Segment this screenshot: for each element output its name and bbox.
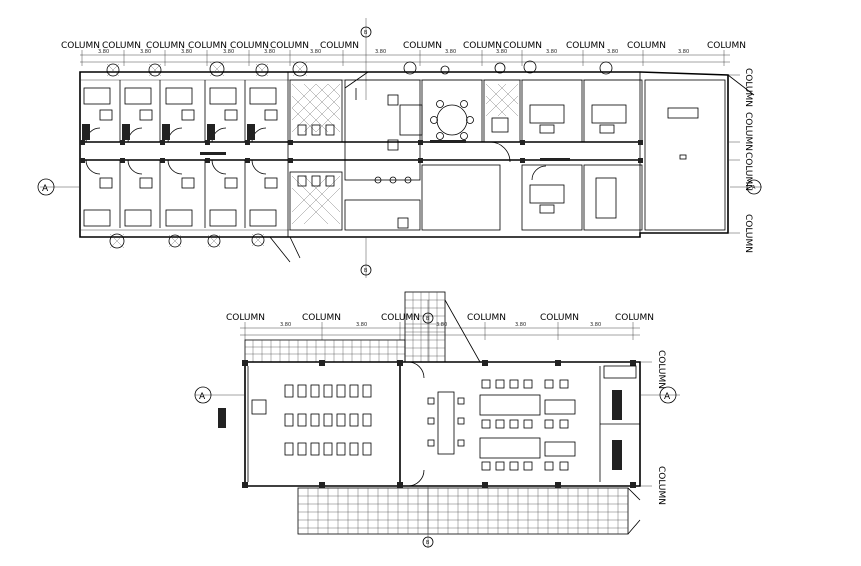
column-label: COLUMN [463,41,502,51]
dimension-value: 3.80 [310,49,321,55]
section-label: A [664,392,671,402]
dimension-value: 3.80 [436,322,447,328]
column-label: COLUMN [230,41,269,51]
column-label: COLUMN [656,350,666,389]
section-a-marker-right: A [730,179,762,195]
bottom-section-a-left: A [194,386,245,404]
top-rooms-south [83,159,278,228]
dimension-value: 3.80 [496,49,507,55]
column-label: COLUMN [707,41,746,51]
bottom-section-b-bottom: B [422,486,434,548]
dimension-value: 3.80 [678,49,689,55]
bottom-section-b-top: B [422,300,434,362]
column-label: COLUMN [615,313,654,323]
bottom-meeting-room [407,361,637,487]
dimension-value: 3.80 [515,322,526,328]
column-label: COLUMN [743,112,753,151]
section-b-marker-top: B [360,18,372,100]
column-label: COLUMN [656,466,666,505]
dimension-value: 3.80 [181,49,192,55]
section-label: A [42,184,49,194]
section-a-marker-left: A [37,178,80,196]
column-label: COLUMN [566,41,605,51]
dimension-value: 3.80 [140,49,151,55]
dimension-value: 3.80 [546,49,557,55]
column-label: COLUMN [320,41,359,51]
column-label: COLUMN [627,41,666,51]
top-lounge [344,71,423,231]
column-label: COLUMN [102,41,141,51]
dimension-value: 3.80 [223,49,234,55]
top-column-labels: COLUMN COLUMN COLUMN COLUMN COLUMN COLUM… [61,41,746,51]
top-rooms-north [83,72,289,237]
bottom-section-a-right: A [640,386,680,404]
column-label: COLUMN [270,41,309,51]
column-label: COLUMN [381,313,420,323]
section-label: A [752,185,756,191]
dimension-value: 3.80 [590,322,601,328]
top-right-column-labels: COLUMN COLUMN COLUMN COLUMN [728,68,753,253]
column-label: COLUMN [540,313,579,323]
column-label: COLUMN [226,313,265,323]
bottom-floor-plan: COLUMN COLUMN COLUMN COLUMN COLUMN COLUM… [194,291,680,548]
dimension-value: 3.80 [264,49,275,55]
column-label: COLUMN [743,214,753,253]
bottom-columns [242,360,636,488]
section-label: B [364,30,368,36]
column-label: COLUMN [743,152,753,191]
dimension-value: 3.80 [98,49,109,55]
section-label: B [426,316,430,322]
top-rooms-north-walls [82,124,255,140]
top-dimension-values: 3.80 3.80 3.80 3.80 3.80 3.80 3.80 3.80 … [98,49,689,55]
dimension-value: 3.80 [375,49,386,55]
dimension-value: 3.80 [607,49,618,55]
bottom-dimension-values: 3.80 3.80 3.80 3.80 3.80 [280,322,601,328]
column-label: COLUMN [146,41,185,51]
dimension-value: 3.80 [445,49,456,55]
bottom-column-labels: COLUMN COLUMN COLUMN COLUMN COLUMN COLUM… [226,313,654,323]
section-b-marker-bottom: B [360,237,372,278]
top-meeting-room [421,79,501,231]
top-offices [521,79,726,231]
bottom-classroom-left [218,384,372,456]
column-label: COLUMN [403,41,442,51]
top-floor-plan: COLUMN COLUMN COLUMN COLUMN COLUMN COLUM… [37,18,762,278]
section-label: B [426,540,430,546]
column-label: COLUMN [503,41,542,51]
section-label: B [364,268,368,274]
top-stair [483,79,521,163]
column-label: COLUMN [467,313,506,323]
dimension-value: 3.80 [356,322,367,328]
section-label: A [199,392,206,402]
bottom-paving-bottom [297,487,641,535]
column-label: COLUMN [61,41,100,51]
dimension-value: 3.80 [280,322,291,328]
column-label: COLUMN [188,41,227,51]
top-toilet-block [289,79,343,231]
top-corridor-columns [80,140,643,163]
column-label: COLUMN [743,68,753,107]
column-label: COLUMN [302,313,341,323]
bottom-right-column-labels: COLUMN COLUMN [640,350,666,505]
